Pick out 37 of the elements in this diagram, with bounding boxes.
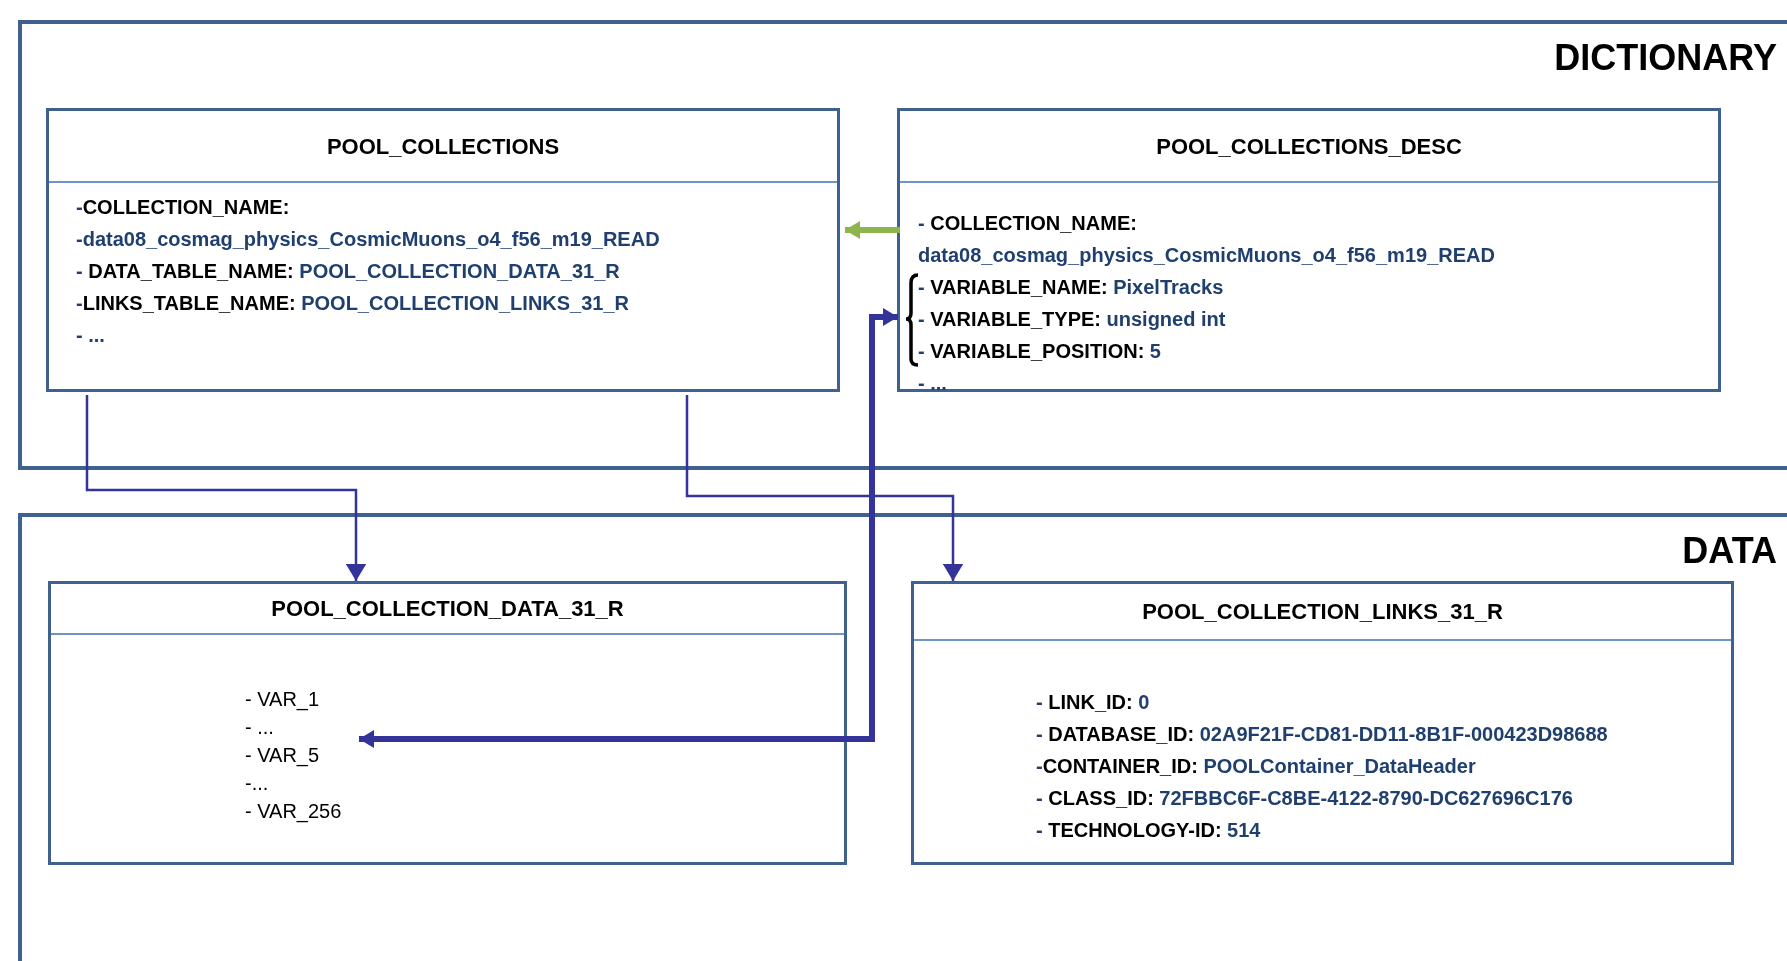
arrow <box>845 221 900 239</box>
list-item: -... <box>245 771 269 796</box>
panel-title: DATA <box>1682 533 1777 569</box>
table-box <box>897 108 1721 392</box>
attribute-line: - ... <box>76 323 105 348</box>
table-title: POOL_COLLECTION_DATA_31_R <box>271 595 624 623</box>
list-item: - VAR_1 <box>245 687 320 713</box>
attribute-line: - LINK_ID: 0 <box>1036 690 1150 715</box>
table-title: POOL_COLLECTION_LINKS_31_R <box>1142 598 1503 626</box>
attribute-line: - COLLECTION_NAME: <box>918 211 1137 236</box>
panel-title: DICTIONARY <box>1554 40 1777 76</box>
attribute-line: -CONTAINER_ID: POOLContainer_DataHeader <box>1036 754 1476 779</box>
attribute-line: - VARIABLE_NAME: PixelTracks <box>918 275 1224 300</box>
table-title: POOL_COLLECTIONS <box>326 132 560 161</box>
attribute-line: - CLASS_ID: 72FBBC6F-C8BE-4122-8790-DC627696C176 <box>1036 786 1573 811</box>
attribute-line: -LINKS_TABLE_NAME: POOL_COLLECTION_LINKS_31_R <box>76 291 630 316</box>
attribute-line: - VARIABLE_TYPE: unsigned int <box>918 307 1226 332</box>
attribute-line: - ... <box>918 371 947 396</box>
panel-frame <box>18 20 1787 470</box>
attribute-line: -COLLECTION_NAME: <box>76 195 290 220</box>
list-item: - ... <box>245 715 274 740</box>
attribute-line: -data08_cosmag_physics_CosmicMuons_o4_f56_m19_READ <box>76 227 660 252</box>
table-box <box>911 581 1734 865</box>
arrow <box>359 308 898 748</box>
attribute-line: - TECHNOLOGY-ID: 514 <box>1036 818 1261 843</box>
list-item: - VAR_5 <box>245 743 320 769</box>
arrow <box>685 395 964 581</box>
arrow <box>85 395 367 581</box>
attribute-line: - VARIABLE_POSITION: 5 <box>918 339 1161 364</box>
table-title: POOL_COLLECTIONS_DESC <box>1156 132 1462 161</box>
attribute-line: - DATABASE_ID: 02A9F21F-CD81-DD11-8B1F-000423D98688 <box>1036 722 1608 747</box>
table-box <box>46 108 840 392</box>
panel-frame <box>18 513 1787 961</box>
table-box <box>48 581 847 865</box>
list-item: - VAR_256 <box>245 799 342 825</box>
attribute-line: data08_cosmag_physics_CosmicMuons_o4_f56_m19_READ <box>918 243 1495 268</box>
attribute-line: - DATA_TABLE_NAME: POOL_COLLECTION_DATA_31_R <box>76 259 620 284</box>
